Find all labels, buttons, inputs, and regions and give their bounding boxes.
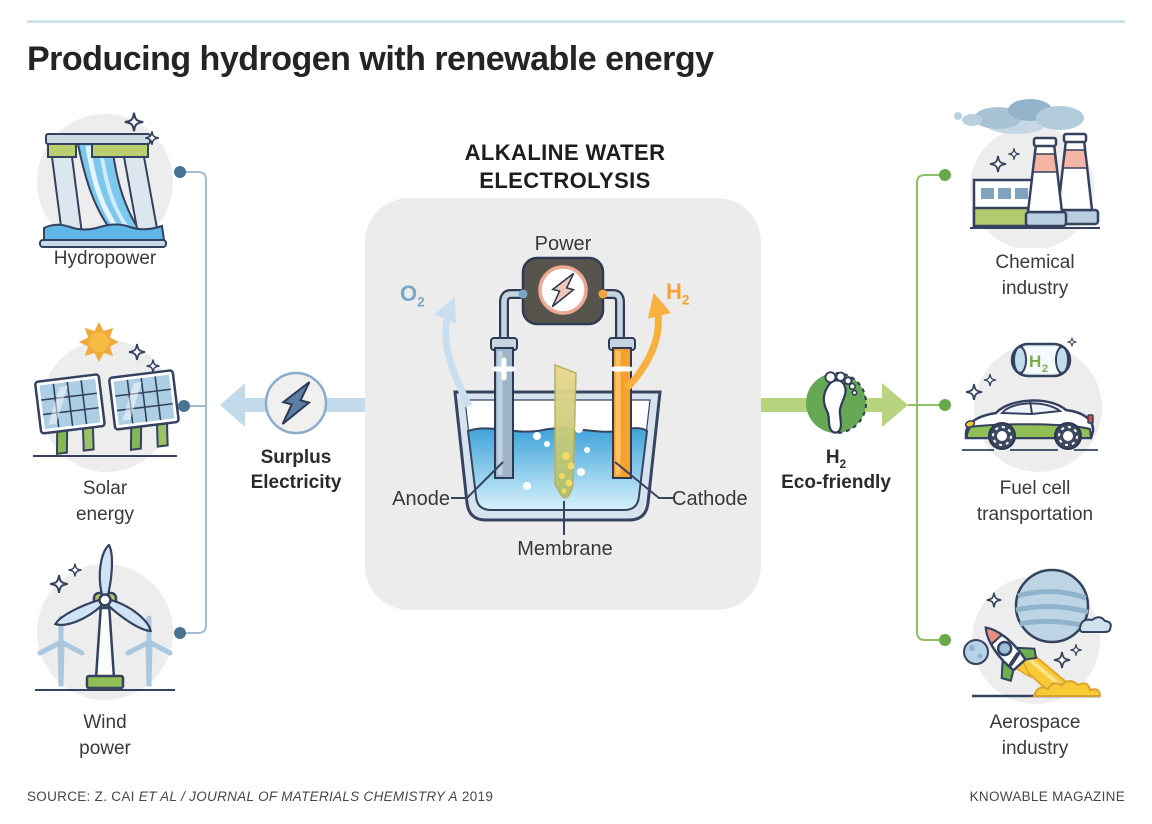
anode-label: Anode	[392, 488, 450, 510]
eco-hydrogen-arrow	[757, 371, 908, 434]
surplus-electricity-arrow	[220, 371, 367, 435]
planet-icon	[1014, 568, 1090, 644]
fuel-cell-car-icon: H 2	[962, 337, 1102, 472]
oxygen-arrow	[434, 297, 473, 408]
car	[962, 399, 1098, 451]
solar-energy-label: Solar energy	[75, 478, 135, 526]
rocket-body	[984, 626, 1038, 682]
chemical-industry-label: Chemical industry	[995, 252, 1075, 300]
wheel	[988, 422, 1016, 450]
hydrogen-tank-icon: H 2	[1010, 337, 1077, 378]
solar-panel	[108, 369, 180, 451]
fuel-cell-label: Fuel cell transportation	[976, 478, 1094, 526]
anode-electrode	[492, 347, 516, 479]
cloud-icon	[1078, 616, 1112, 633]
smoke-cloud-icon	[954, 99, 1084, 134]
connector-dot	[174, 166, 186, 178]
gas-bubbles	[523, 425, 590, 490]
solar-panel	[34, 373, 106, 455]
wind-power-label: Wind power	[79, 712, 131, 760]
smokestack	[1054, 132, 1100, 226]
top-divider	[27, 20, 1125, 23]
wheel	[1054, 422, 1082, 450]
exhaust-smoke	[1032, 680, 1102, 697]
oxygen-gas-label: O2	[400, 281, 425, 310]
power-supply-box	[518, 256, 608, 326]
page-title: Producing hydrogen with renewable energy	[27, 40, 714, 78]
publisher-credit: KNOWABLE MAGAZINE	[969, 789, 1125, 804]
surplus-electricity-label: Surplus Electricity	[250, 447, 342, 493]
cathode-label: Cathode	[672, 488, 748, 510]
gas-bubbles	[559, 452, 575, 494]
hydropower-label: Hydropower	[53, 248, 157, 269]
cathode-pointer-line	[614, 461, 675, 499]
connector-dot	[939, 634, 951, 646]
anode-pointer-line	[451, 461, 504, 499]
aerospace-industry-label: Aerospace industry	[989, 712, 1081, 760]
cathode-electrode	[611, 347, 633, 479]
turbine-blades	[53, 544, 152, 633]
footprint-icon	[822, 371, 858, 434]
hydrogen-gas-label: H2	[666, 279, 690, 308]
sun-icon	[79, 322, 119, 362]
hydropower-dam-icon	[37, 111, 173, 250]
connector-dot	[178, 400, 190, 412]
power-label: Power	[534, 233, 592, 255]
tank-h2-label: H	[1029, 352, 1041, 371]
eco-friendly-label: H2 Eco-friendly	[781, 447, 891, 493]
smokestack	[1024, 136, 1068, 228]
connector-dot	[939, 169, 951, 181]
left-connector-lines	[174, 166, 207, 639]
membrane-label: Membrane	[517, 538, 613, 560]
source-credit: SOURCE: Z. CAI ET AL / JOURNAL OF MATERI…	[27, 789, 494, 804]
wind-turbine-icon	[35, 544, 175, 700]
chemical-factory-icon	[954, 99, 1100, 248]
connector-dot	[174, 627, 186, 639]
membrane	[554, 363, 577, 499]
rocket-icon	[963, 568, 1112, 704]
moon-icon	[963, 639, 989, 665]
solar-panels-icon	[33, 322, 180, 472]
electrolysis-heading: ALKALINE WATER ELECTROLYSIS	[464, 140, 666, 193]
right-connector-lines	[908, 169, 951, 646]
hydrogen-arrow	[624, 292, 672, 391]
background-turbine	[37, 615, 85, 687]
connector-dot	[939, 399, 951, 411]
electrolysis-cell-diagram	[434, 256, 675, 535]
tank-h2-sub: 2	[1042, 363, 1048, 375]
